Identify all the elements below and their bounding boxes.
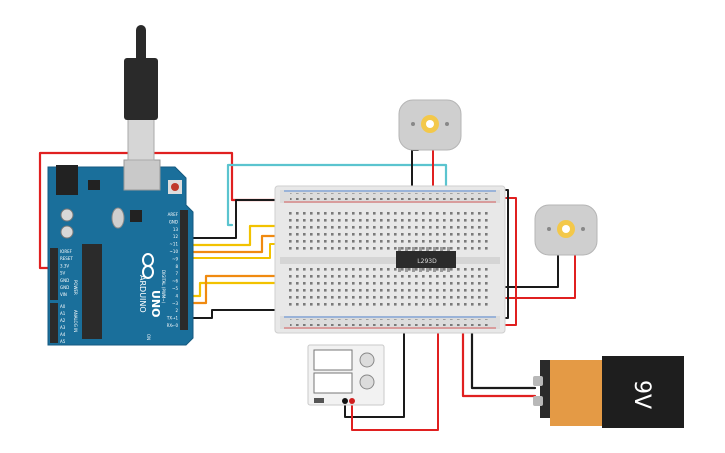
analog-header[interactable]: [50, 303, 58, 343]
pin-label: A1: [60, 311, 66, 316]
usb-cable: [124, 25, 158, 161]
pin-label: A0: [60, 304, 66, 309]
pin-label: 5V: [60, 271, 66, 276]
pin-label: 12: [173, 234, 179, 239]
arduino-brand: ARDUINO: [138, 275, 147, 313]
usb-port: [123, 159, 161, 191]
arduino-uno[interactable]: ARDUINO UNO ON DIGITAL (PWM~) POWER ANAL…: [47, 159, 194, 346]
power-jack: [56, 165, 78, 195]
digital-pin-labels: AREF GND 13 12 ~11 ~10 ~9 8 7 ~6 ~5 4 ~3 2TX→1RX←0: [166, 212, 179, 328]
capacitor-icon: [60, 208, 74, 222]
pin-label: GND: [60, 278, 69, 283]
arduino-model: UNO: [149, 290, 162, 318]
wire-psu-red[interactable]: [351, 289, 439, 431]
wire-battery-black[interactable]: [470, 316, 537, 390]
pin-label: GND: [169, 219, 178, 224]
dc-motor-2[interactable]: [534, 204, 598, 256]
pin-label: RX←0: [167, 323, 179, 328]
pin-label: 8: [175, 264, 178, 269]
pin-label: ~11: [170, 242, 179, 247]
capacitor-icon: [60, 225, 74, 239]
breadboard[interactable]: [274, 185, 506, 334]
pin-label: TX→1: [166, 316, 179, 321]
power-pin-labels: IOREF RESET 3.3V 5V GND GND VIN: [60, 249, 73, 297]
microcontroller-chip: [82, 244, 102, 339]
chip-label: L293D: [417, 258, 437, 265]
digital-header[interactable]: [180, 210, 188, 330]
pin-label: A5: [60, 339, 66, 344]
current-knob[interactable]: [359, 374, 375, 390]
digital-title: DIGITAL (PWM~): [161, 270, 166, 304]
pin-label: GND: [60, 285, 69, 290]
power-header[interactable]: [50, 248, 58, 300]
wire-gnd-black[interactable]: [187, 199, 286, 239]
battery-label: 9V: [629, 380, 654, 409]
pin-label: 3.3V: [60, 263, 69, 268]
pin-label: VIN: [60, 292, 67, 297]
crystal: [111, 207, 125, 229]
wire-black-3[interactable]: [187, 309, 283, 319]
analog-title: ANALOG IN: [73, 310, 78, 332]
arduino-logo-icon: [142, 253, 154, 279]
pin-label: 4: [175, 293, 178, 298]
pin-label: A2: [60, 318, 66, 323]
pin-label: ~9: [172, 256, 178, 261]
pin-label: ~6: [172, 279, 178, 284]
pin-label: ~3: [172, 301, 178, 306]
pin-label: AREF: [168, 212, 179, 217]
voltage-knob[interactable]: [359, 352, 375, 368]
l293d-chip[interactable]: L293D: [396, 247, 456, 272]
pin-label: 2: [175, 308, 178, 313]
power-supply[interactable]: [307, 344, 385, 406]
dc-motor-1[interactable]: [398, 99, 462, 151]
pin-label: RESET: [60, 256, 73, 261]
pin-label: ~10: [170, 249, 179, 254]
pin-label: A4: [60, 332, 66, 337]
pin-label: 13: [173, 227, 179, 232]
power-title: POWER: [73, 280, 78, 295]
pin-label: ~5: [172, 286, 178, 291]
pin-label: IOREF: [60, 249, 73, 254]
pin-label: A3: [60, 325, 66, 330]
wire-battery-red[interactable]: [461, 323, 537, 398]
battery-9v[interactable]: 9V: [533, 356, 684, 428]
pin-label: 7: [175, 271, 178, 276]
on-label: ON: [146, 334, 151, 340]
